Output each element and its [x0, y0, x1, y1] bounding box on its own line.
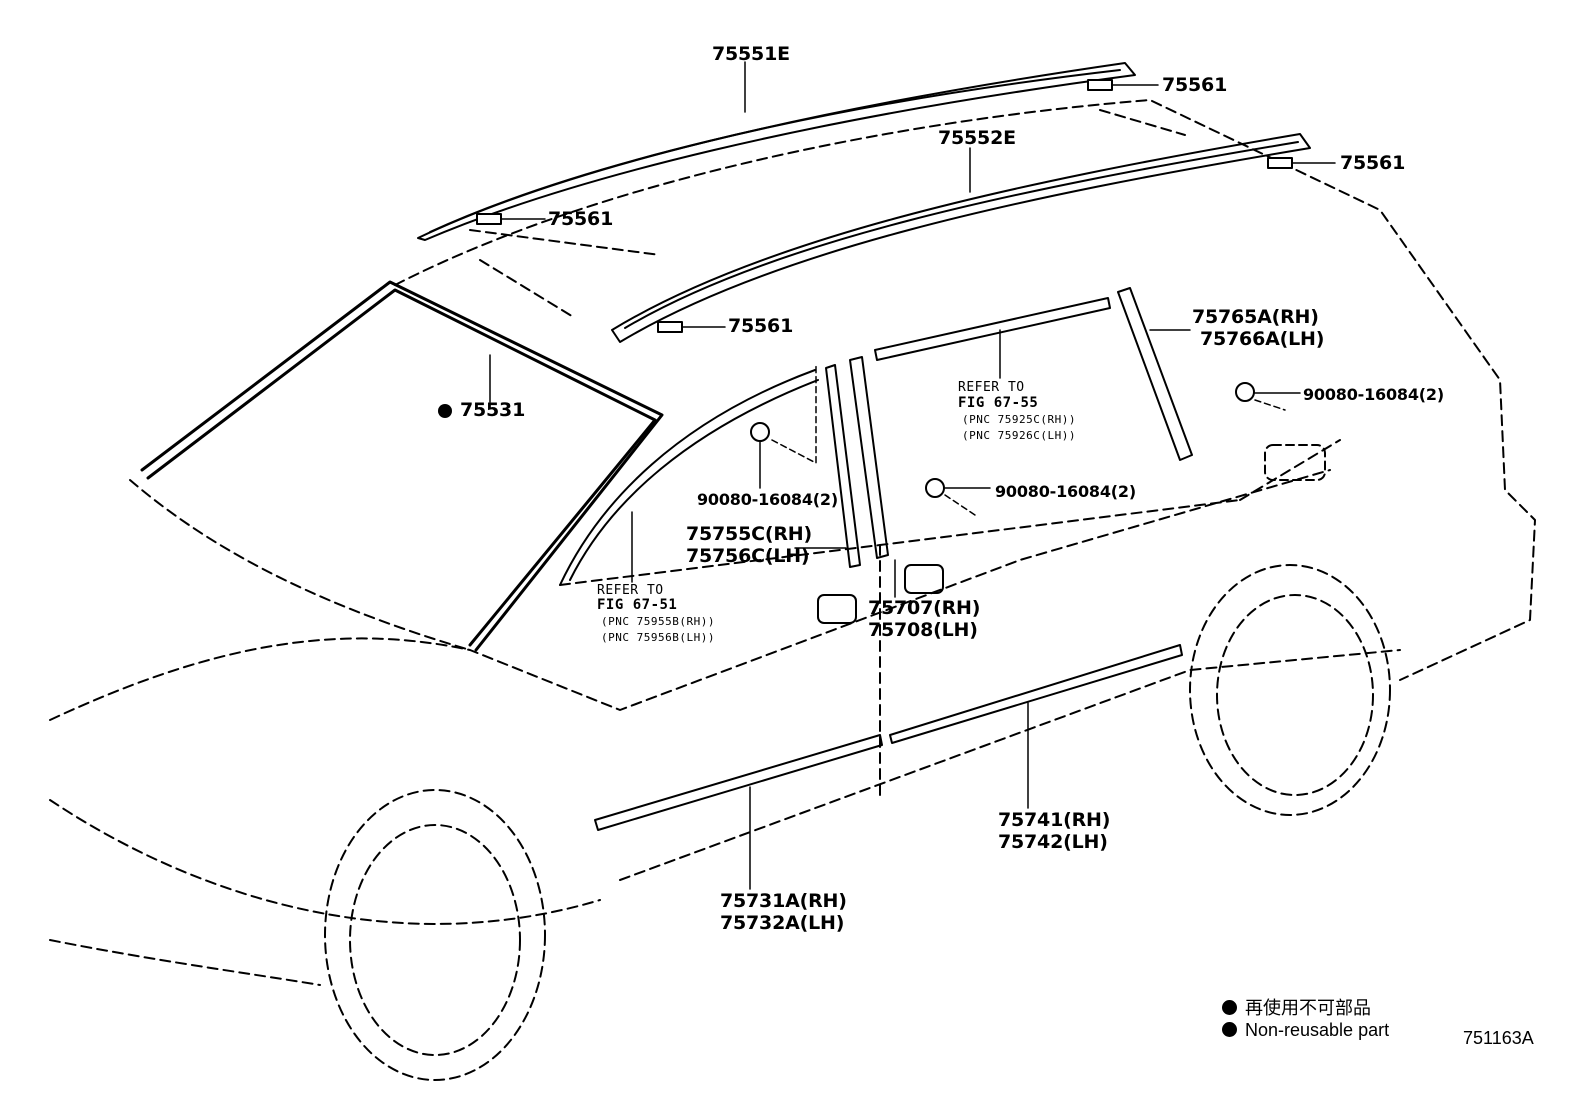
ref-rear-line1: REFER TO [958, 380, 1025, 395]
legend-english: Non-reusable part [1222, 1020, 1389, 1041]
label-75766A-lh: 75766A(LH) [1200, 328, 1325, 350]
door-handles [817, 444, 1326, 624]
ref-front-line1: REFER TO [597, 583, 664, 598]
label-75561-mid: 75561 [728, 315, 794, 337]
legend-japanese-text: 再使用不可部品 [1245, 998, 1371, 1018]
label-75707-rh: 75707(RH) [868, 597, 981, 619]
label-75731A-rh: 75731A(RH) [720, 890, 847, 912]
label-75741-rh: 75741(RH) [998, 809, 1111, 831]
bullet-icon [1222, 1000, 1237, 1015]
legend-japanese: 再使用不可部品 [1222, 994, 1371, 1020]
label-75742-lh: 75742(LH) [998, 831, 1108, 853]
ref-front-line3: (PNC 75955B(RH)) [601, 615, 715, 628]
label-75756C-lh: 75756C(LH) [686, 545, 810, 567]
roof-rail-right [611, 133, 1311, 343]
label-75755C-rh: 75755C(RH) [686, 523, 812, 545]
legend-english-text: Non-reusable part [1245, 1020, 1390, 1040]
label-75765A-rh: 75765A(RH) [1192, 306, 1319, 328]
ref-rear-line4: (PNC 75926C(LH)) [962, 429, 1076, 442]
label-screw-2: 90080-16084(2) [995, 482, 1136, 501]
rear-wheel [1189, 564, 1391, 816]
ref-front-line4: (PNC 75956B(LH)) [601, 631, 715, 644]
label-75552E: 75552E [938, 127, 1016, 149]
label-75561-right: 75561 [1340, 152, 1406, 174]
ref-rear-line2: FIG 67-55 [958, 395, 1039, 411]
label-screw-3: 90080-16084(2) [697, 490, 838, 509]
non-reusable-marker [438, 404, 452, 418]
clips [476, 79, 1293, 333]
leader-lines [489, 61, 1336, 890]
label-75732A-lh: 75732A(LH) [720, 912, 845, 934]
window-frame [559, 297, 1111, 586]
screws [750, 382, 1255, 498]
label-75551E: 75551E [712, 43, 790, 65]
ref-front-line2: FIG 67-51 [597, 597, 678, 613]
ref-rear-line3: (PNC 75925C(RH)) [962, 413, 1076, 426]
front-wheel [324, 789, 546, 1081]
center-pillars [825, 356, 889, 568]
label-75561-left: 75561 [548, 208, 614, 230]
body-outline [49, 99, 1536, 986]
rear-pillar [1117, 287, 1193, 461]
door-moldings [594, 644, 1183, 831]
label-75561-top: 75561 [1162, 74, 1228, 96]
label-75708-lh: 75708(LH) [868, 619, 978, 641]
roof-rail-left [417, 62, 1136, 241]
figure-code: 751163A [1463, 1028, 1534, 1048]
label-75531: 75531 [460, 399, 526, 421]
windshield-molding [140, 280, 664, 652]
label-screw-1: 90080-16084(2) [1303, 385, 1444, 404]
bullet-icon [1222, 1022, 1237, 1037]
